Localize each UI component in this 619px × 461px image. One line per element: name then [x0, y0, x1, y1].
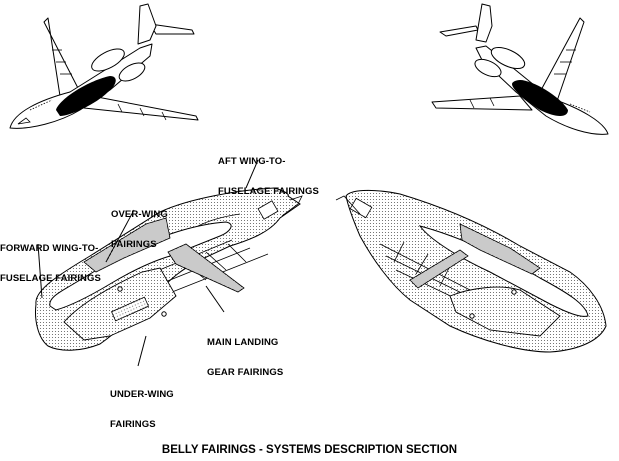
callout-forward-wing-to-fuselage-fairings: FORWARD WING-TO- FUSELAGE FAIRINGS — [0, 224, 101, 294]
callout-line-2: FAIRINGS — [110, 419, 156, 430]
belly-fairing-highlight — [56, 76, 116, 116]
callout-line-1: AFT WING-TO- — [218, 156, 286, 167]
fairing-body — [345, 189, 607, 353]
fairing-assembly-right — [335, 189, 607, 353]
callout-line-1: FORWARD WING-TO- — [0, 243, 99, 254]
under-wing-fairing — [63, 267, 177, 341]
callout-aft-wing-to-fuselage-fairings: AFT WING-TO- FUSELAGE FAIRINGS — [218, 137, 319, 207]
leader-forward-wing — [37, 243, 43, 299]
leader-lines — [37, 159, 259, 367]
leader-aft-wing — [245, 159, 259, 189]
callout-line-1: OVER-WING — [111, 209, 168, 220]
aircraft-left-icon — [9, 3, 199, 129]
aircraft-right-icon — [431, 3, 609, 135]
main-landing-gear-fairing — [167, 243, 245, 293]
fairing-assembly-left — [35, 187, 303, 351]
leader-main-gear — [205, 285, 225, 313]
leader-under-wing — [137, 335, 147, 367]
near-wing — [83, 95, 199, 121]
leader-over-wing — [105, 209, 135, 263]
callout-line-2: GEAR FAIRINGS — [207, 367, 284, 378]
callout-main-landing-gear-fairings: MAIN LANDING GEAR FAIRINGS — [207, 318, 283, 388]
callout-over-wing-fairings: OVER-WING FAIRINGS — [111, 190, 168, 260]
callout-line-2: FAIRINGS — [111, 239, 157, 250]
figure-title: BELLY FAIRINGS - SYSTEMS DESCRIPTION SEC… — [161, 444, 458, 456]
callout-under-wing-fairings: UNDER-WING FAIRINGS — [110, 370, 174, 440]
callout-line-2: FUSELAGE FAIRINGS — [218, 186, 319, 197]
far-wing — [43, 17, 81, 97]
callout-line-2: FUSELAGE FAIRINGS — [0, 273, 101, 284]
over-wing-fairing — [83, 217, 171, 273]
fuselage — [9, 43, 153, 129]
callout-line-1: MAIN LANDING — [207, 337, 279, 348]
callout-line-1: UNDER-WING — [110, 389, 174, 400]
